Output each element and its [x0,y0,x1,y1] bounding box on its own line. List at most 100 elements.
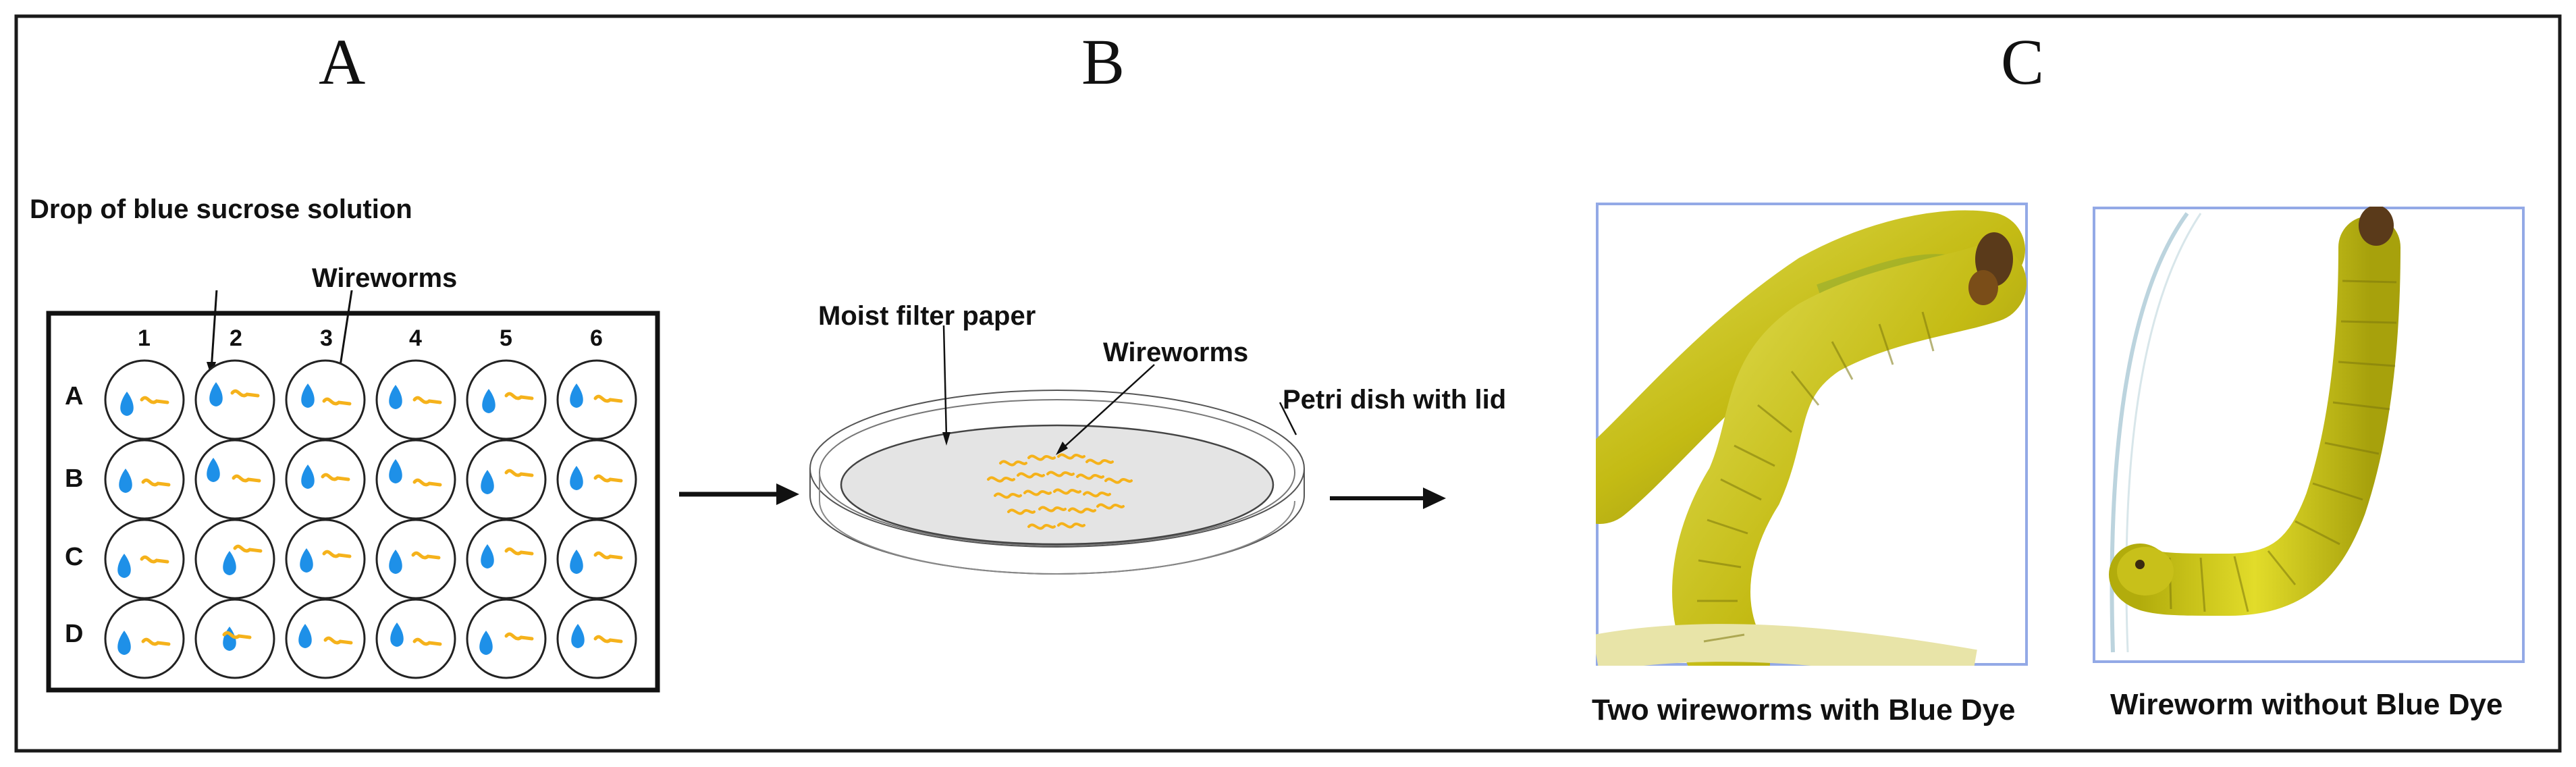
well [556,519,637,600]
dish-inner-rim [819,399,1295,546]
well [285,519,366,600]
wireworm-icon [593,474,623,483]
wireworm-icon [1017,472,1045,479]
wireworm-icon [1027,454,1056,461]
petri-dish-label: Petri dish with lid [1283,385,1507,415]
filter-pointer-line [942,325,948,438]
photo1-caption: Two wireworms with Blue Dye [1592,693,2016,726]
blue-drop-icon [389,385,402,409]
well [194,519,275,600]
photo2-caption: Wireworm without Blue Dye [2110,688,2503,721]
wireworm-icon [322,397,352,406]
panel-letter-b: B [1081,26,1125,98]
panel-letter-a: A [319,26,366,98]
right-arrow-icon [1330,487,1446,509]
moist-filter-paper [840,424,1274,546]
filter-pointer-arrowhead [942,432,950,446]
well [194,359,275,440]
blue-drop-icon [301,384,315,408]
wireworm-icon [1023,490,1052,496]
wireworm-icon [1027,523,1056,530]
wireworm-icon [141,478,171,487]
blue-drop-icon [117,554,131,578]
wireworm-icon [412,478,442,487]
filter-paper-label: Moist filter paper [818,301,1036,331]
blue-drop-icon [571,624,585,648]
col-label-5: 5 [500,325,512,351]
blue-drop-icon [301,465,315,489]
row-label-a: A [65,382,84,411]
wireworm-icon [141,637,171,646]
well [556,359,637,440]
wireworm-icon [504,547,534,556]
photo-wireworm-without-dye [2093,207,2525,663]
wireworm-icon [1057,522,1085,529]
well [104,519,185,600]
wireworm-icon [1057,453,1085,460]
wireworm-icon [411,551,441,560]
wireworm-icon [504,392,534,400]
drop-label: Drop of blue sucrose solution [30,194,412,224]
blue-drop-icon [481,544,494,568]
wireworm-icon [1085,458,1114,465]
wireworm-icon [412,396,442,404]
row-label-c: C [65,543,84,571]
col-label-1: 1 [138,325,151,351]
col-label-3: 3 [320,325,333,351]
blue-drop-icon [298,624,312,648]
drop-pointer-line [210,290,218,371]
wireworm-icon [1096,503,1125,510]
wireworm-icon [999,460,1027,467]
dish-pointer-line [1279,402,1297,435]
wireworms-b-pointer-arrowhead [1056,442,1068,455]
wireworm-icon [504,632,534,641]
wireworm-icon [593,394,623,403]
wireworms-b-pointer-line [1061,364,1155,450]
blue-drop-icon [300,548,313,573]
wireworm-icon [593,635,623,643]
wireworm-icon [232,474,261,483]
wireworm-icon [230,389,260,398]
wireworm-icon [323,636,353,645]
wireworm-icon [1076,473,1104,480]
blue-drop-icon [482,389,495,413]
well-plate-diagram [46,290,660,693]
blue-drop-icon [223,551,236,575]
wireworm-icon [412,637,442,646]
well [466,519,547,600]
wireworm-icon [987,476,1015,483]
wireworm-icon [1007,508,1036,515]
wireworm-icon [593,551,623,560]
blue-drop-icon [479,631,493,655]
row-label-b: B [65,465,84,493]
blue-drop-icon [481,470,494,494]
wireworm-icon [222,631,252,639]
col-label-4: 4 [409,325,422,351]
wireworm-icon [140,555,169,564]
blue-drop-icon [120,392,134,416]
well [466,439,547,520]
wireworm-icon [322,550,352,558]
blue-drop-icon [570,550,583,574]
petri-dish-diagram [809,325,1305,575]
blue-drop-icon [390,623,404,647]
well [466,598,547,679]
well [375,519,456,600]
panel-letter-c: C [2001,26,2045,98]
blue-drop-icon [389,550,402,574]
wireworm-icon [1068,507,1096,514]
col-label-2: 2 [230,325,242,351]
wireworm-icon [994,492,1022,499]
wireworm-icon [1038,506,1067,512]
blue-drop-icon [570,384,583,408]
wireworm-icon [1046,471,1075,477]
blue-drop-icon [389,459,402,483]
wireworm-icon [233,544,263,553]
wireworm-icon [1083,491,1111,498]
well [466,359,547,440]
photo-two-wireworms-with-dye [1596,203,2028,666]
dish-base-wall [819,474,1295,575]
wireworms-label-a: Wireworms [312,263,458,293]
